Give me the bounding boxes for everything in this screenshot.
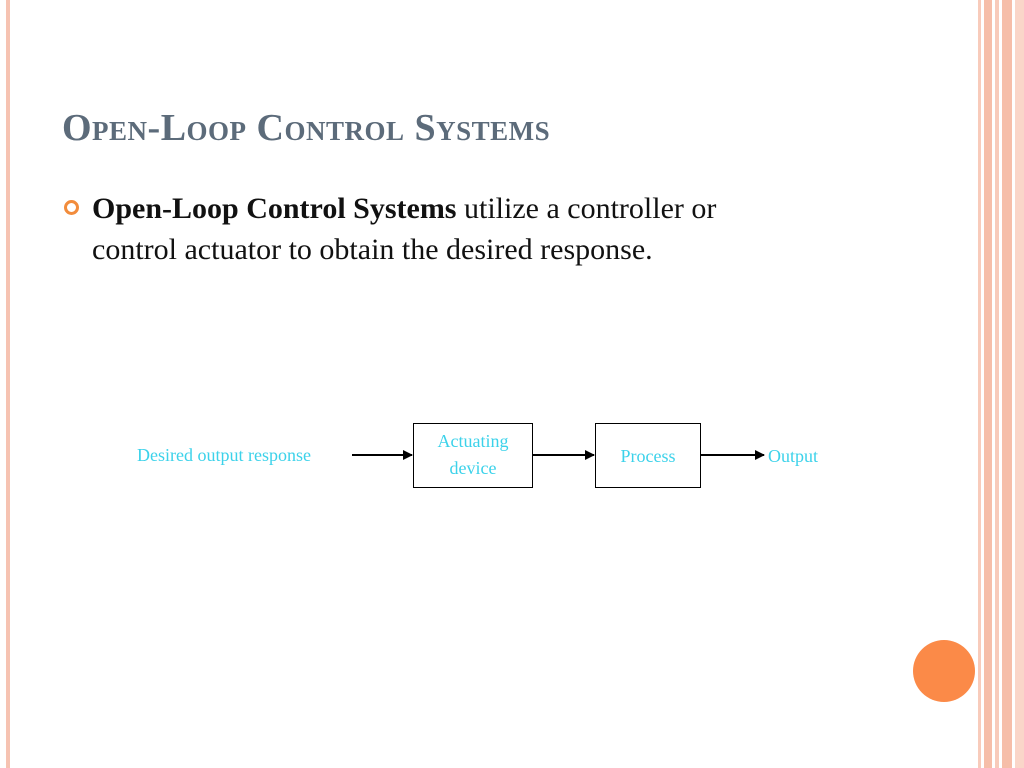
bullet-description: utilize a controller or control actuator…: [92, 192, 717, 266]
left-decor-stripe: [6, 0, 10, 768]
actuating-device-block: [413, 423, 533, 488]
right-decor-stripe: [978, 0, 981, 768]
decorative-circle: [913, 640, 975, 702]
bullet-bold-term: Open-Loop Control Systems: [92, 192, 457, 225]
bullet-text: Open-Loop Control Systems utilize a cont…: [92, 188, 762, 270]
actuating-device-label-line2: device: [450, 458, 497, 478]
slide-title: Open-Loop Control Systems: [62, 107, 551, 149]
actuating-device-label-line1: Actuating: [438, 431, 509, 451]
bullet-item: Open-Loop Control Systems utilize a cont…: [62, 188, 762, 270]
process-block: [595, 423, 701, 488]
right-decor-stripe: [1002, 0, 1012, 768]
right-decor-stripe: [984, 0, 992, 768]
process-label: Process: [621, 446, 676, 466]
right-decor-stripe: [1015, 0, 1024, 768]
ring-bullet-icon: [64, 200, 79, 215]
input-label: Desired output response: [137, 445, 311, 465]
right-decor-stripe: [995, 0, 999, 768]
output-label: Output: [768, 446, 818, 466]
